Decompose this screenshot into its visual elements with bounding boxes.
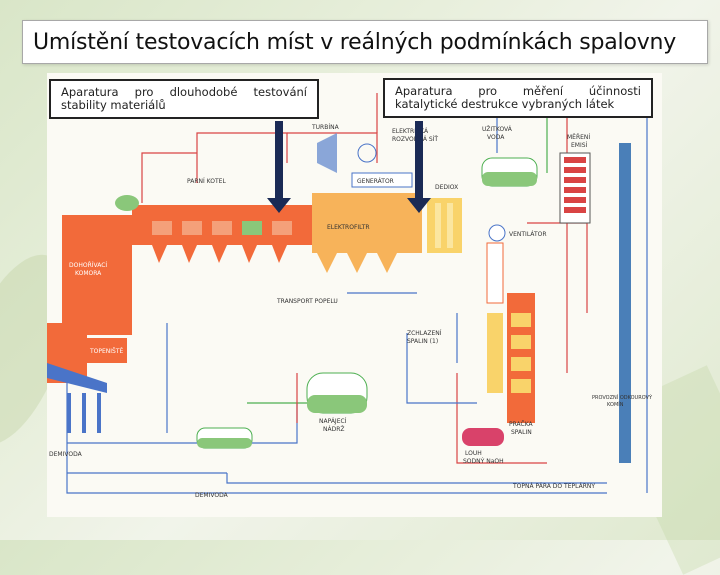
elektrofiltr: ELEKTROFILTR TRANSPORT POPELU	[276, 193, 422, 305]
mereni-emisi-panel: MĚŘENÍ EMISÍ	[559, 133, 591, 224]
callout-arrow-right	[407, 121, 431, 213]
label-komin-2: KOMÍN	[607, 401, 624, 408]
uzitkova-voda-tank: UŽITKOVÁ VODA	[481, 125, 538, 187]
label-napajeci-2: NÁDRŽ	[323, 425, 345, 433]
label-pracka-2: SPALIN	[511, 429, 532, 436]
label-napajeci-1: NAPÁJECÍ	[319, 418, 347, 425]
callout-left-line2: stability materiálů	[61, 98, 166, 112]
callout-right-word: měření	[522, 84, 564, 98]
label-louh-1: LOUH	[465, 450, 482, 457]
callout-catalytic-destruction: Aparatura pro měření účinnosti katalytic…	[383, 78, 653, 118]
dedioxin: DEDIOX ZCHLAZENÍ SPALIN (1)	[407, 184, 462, 345]
ventilator: VENTILÁTOR	[486, 224, 547, 304]
label-demivoda-bottom: DEMIVODA	[195, 492, 229, 499]
callout-left-word: dlouhodobé	[169, 85, 238, 99]
label-parni-kotel: PARNÍ KOTEL	[187, 178, 226, 185]
parni-kotel: PARNÍ KOTEL	[115, 178, 312, 263]
pracka-spalin: PRAČKA SPALIN	[487, 293, 535, 436]
napajeci-nadrz: NAPÁJECÍ NÁDRŽ	[196, 372, 368, 449]
label-zchlazeni-1: ZCHLAZENÍ	[407, 330, 442, 337]
callout-right-word: Aparatura	[395, 84, 453, 98]
louh-tank: LOUH SODNÝ NaOH	[462, 428, 504, 465]
slide-title: Umístění testovacích míst v reálných pod…	[33, 29, 677, 55]
label-dohorivaci-2: KOMORA	[75, 270, 102, 277]
callout-stability-testing: Aparatura pro dlouhodobé testování stabi…	[49, 79, 319, 119]
callout-right-line2: katalytické destrukce vybraných látek	[395, 97, 615, 111]
topeniste: TOPENIŠTĚ	[47, 338, 127, 433]
label-komin-1: PROVOZNÍ ODKOUROVÝ	[592, 394, 653, 401]
label-generator: GENERÁTOR	[357, 178, 394, 185]
callout-arrow-left	[267, 121, 291, 213]
process-flow-diagram: DOHOŘÍVACÍ KOMORA PARNÍ KOTEL TOPENIŠTĚ …	[47, 93, 653, 499]
callout-right-word: účinnosti	[588, 84, 641, 98]
label-mereni-2: EMISÍ	[571, 142, 588, 149]
label-pracka-1: PRAČKA	[509, 421, 534, 428]
slide-title-box: Umístění testovacích míst v reálných pod…	[22, 20, 708, 64]
komin: PROVOZNÍ ODKOUROVÝ KOMÍN	[592, 143, 653, 463]
callout-left-word: Aparatura	[61, 85, 119, 99]
callout-left-word: testování	[253, 85, 307, 99]
label-dohorivaci-1: DOHOŘÍVACÍ	[69, 261, 107, 269]
callout-right-word: pro	[478, 84, 498, 98]
label-elektricka-1: ELEKTRICKÁ	[392, 128, 429, 135]
label-elektrofiltr: ELEKTROFILTR	[327, 224, 370, 231]
label-uzitkova-1: UŽITKOVÁ	[482, 125, 513, 133]
label-mereni-1: MĚŘENÍ	[567, 133, 590, 141]
label-topna-para: TOPNÁ PÁRA DO TEPLÁRNY	[512, 483, 595, 490]
label-zchlazeni-2: SPALIN (1)	[407, 338, 438, 345]
label-turbina: TURBÍNA	[311, 124, 340, 131]
label-transport-popelu: TRANSPORT POPELU	[276, 298, 338, 305]
label-uzitkova-2: VODA	[487, 134, 505, 141]
label-topeniste: TOPENIŠTĚ	[89, 347, 124, 355]
callout-left-word: pro	[134, 85, 154, 99]
label-louh-2: SODNÝ NaOH	[463, 458, 504, 465]
label-demivoda-left: DEMIVODA	[49, 451, 83, 458]
label-dedioxin: DEDIOX	[435, 184, 458, 191]
incinerator-diagram: DOHOŘÍVACÍ KOMORA PARNÍ KOTEL TOPENIŠTĚ …	[47, 73, 662, 517]
label-ventilator: VENTILÁTOR	[509, 231, 547, 238]
